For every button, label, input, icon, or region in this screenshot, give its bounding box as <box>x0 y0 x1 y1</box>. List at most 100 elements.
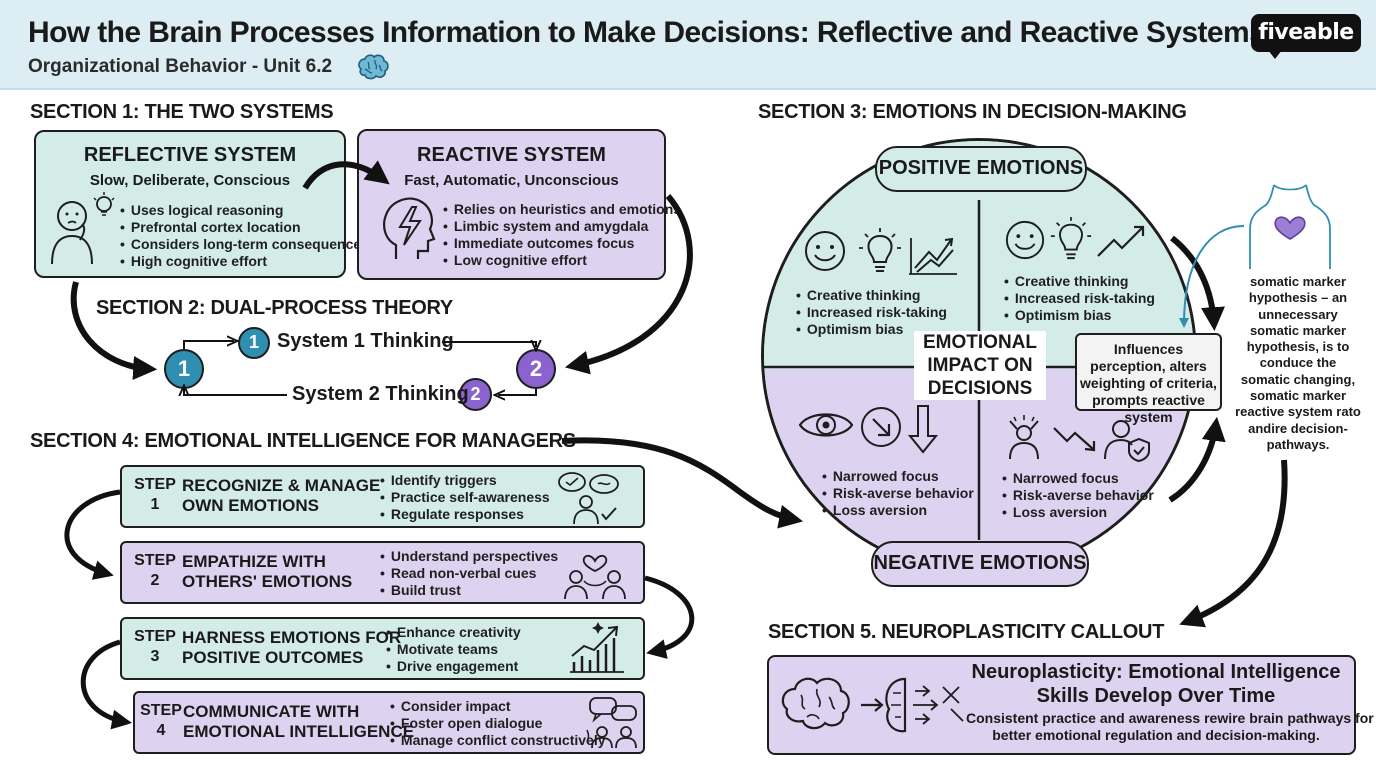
list-item: Optimism bias <box>796 321 947 338</box>
negative-left-bullets: Narrowed focus Risk-averse behavior Loss… <box>822 468 974 519</box>
step-2-bullets: Understand perspectives Read non-verbal … <box>380 548 558 599</box>
smiley-icon <box>805 231 845 271</box>
reflective-system-tagline: Slow, Deliberate, Conscious <box>89 172 291 189</box>
reactive-bullets: Relies on heuristics and emotions Limbic… <box>443 201 681 269</box>
influence-callout: Influences perception, alters weighting … <box>1075 333 1222 425</box>
list-item: High cognitive effort <box>120 253 369 270</box>
negative-right-bullets: Narrowed focus Risk-averse behavior Loss… <box>1002 470 1154 521</box>
trend-up-icon <box>1097 225 1145 257</box>
emotional-impact-center-label: EMOTIONAL IMPACT ON DECISIONS <box>914 331 1046 400</box>
positive-left-bullets: Creative thinking Increased risk-taking … <box>796 287 947 338</box>
down-arrow-icon <box>907 405 939 454</box>
center-label-line: DECISIONS <box>927 378 1033 399</box>
list-item: Increased risk-taking <box>796 304 947 321</box>
somatic-to-neuro-arrow <box>1179 459 1288 628</box>
section5-title: SECTION 5. NEUROPLASTICITY CALLOUT <box>768 621 1165 643</box>
reflective-to-reactive-arrow <box>302 160 390 190</box>
list-item: Narrowed focus <box>822 468 974 485</box>
neuroplasticity-heading: Neuroplasticity: Emotional Intelligence … <box>970 660 1342 708</box>
center-label-line: IMPACT ON <box>927 355 1033 376</box>
list-item: Motivate teams <box>386 641 521 658</box>
somatic-line: pathways. <box>1266 436 1330 452</box>
neuro-heading-line: Skills Develop Over Time <box>1036 685 1276 707</box>
list-item: Loss aversion <box>822 502 974 519</box>
list-item: Understand perspectives <box>380 548 558 565</box>
list-item: Drive engagement <box>386 658 521 675</box>
neuro-desc-line: Consistent practice and awareness rewire… <box>966 710 1374 726</box>
page-title: How the Brain Processes Information to M… <box>28 16 1266 49</box>
section1-title: SECTION 1: THE TWO SYSTEMS <box>30 101 334 123</box>
thinking-person-icon <box>51 192 115 265</box>
header-banner <box>0 0 1376 90</box>
somatic-line: somatic marker <box>1249 388 1347 404</box>
list-item: Build trust <box>380 582 558 599</box>
step-flow-arrows <box>64 489 695 730</box>
somatic-line: somatic changing, <box>1240 371 1356 387</box>
reactive-to-badge2-arrow <box>564 194 693 375</box>
smiley-icon-2 <box>1005 220 1045 260</box>
somatic-line: andire decision- <box>1248 420 1348 436</box>
list-item: Uses logical reasoning <box>120 202 369 219</box>
eye-icon <box>798 413 854 437</box>
list-item: Loss aversion <box>1002 504 1154 521</box>
growth-arrows-icon <box>909 237 957 275</box>
page-subtitle: Organizational Behavior - Unit 6.2 <box>28 56 333 77</box>
somatic-line: reactive system rato <box>1235 404 1361 420</box>
list-item: Immediate outcomes focus <box>443 235 681 252</box>
list-item: Consider impact <box>390 698 606 715</box>
somatic-line: conduce the <box>1259 355 1337 371</box>
center-label-line: EMOTIONAL <box>923 332 1037 353</box>
reflective-system-card: REFLECTIVE SYSTEM Slow, Deliberate, Cons… <box>34 130 369 278</box>
circle-to-influence-arrows <box>1168 235 1226 503</box>
somatic-line: somatic marker <box>1249 322 1347 338</box>
neuro-desc-line: better emotional regulation and decision… <box>992 727 1320 743</box>
section4-to-circle-arrow <box>561 437 804 529</box>
empathy-people-icon <box>564 554 626 600</box>
system-flow-lines <box>184 341 536 395</box>
reactive-system-card: REACTIVE SYSTEM Fast, Automatic, Unconsc… <box>357 129 681 280</box>
reactive-system-tagline: Fast, Automatic, Unconscious <box>404 172 619 189</box>
self-awareness-icon <box>558 472 619 525</box>
list-item: Read non-verbal cues <box>380 565 558 582</box>
lightbulb-icon <box>859 228 901 272</box>
step-4-bullets: Consider impact Foster open dialogue Man… <box>390 698 606 749</box>
fiveable-logo: fiveable <box>1251 14 1361 52</box>
list-item: Prefrontal cortex location <box>120 219 369 236</box>
badge-system2-right: 2 <box>516 349 556 389</box>
trend-down-icon <box>1053 427 1096 452</box>
person-shield-icon <box>1104 420 1150 463</box>
system1-label: System 1 Thinking <box>277 330 454 352</box>
logo-tail <box>1268 50 1282 59</box>
communication-icon <box>586 697 637 749</box>
section2-title: SECTION 2: DUAL-PROCESS THEORY <box>96 297 453 319</box>
somatic-line: hypothesis – an <box>1248 290 1348 306</box>
list-item: Limbic system and amygdala <box>443 218 681 235</box>
list-item: Narrowed focus <box>1002 470 1154 487</box>
positive-right-bullets: Creative thinking Increased risk-taking … <box>1004 273 1155 324</box>
list-item: Relies on heuristics and emotions <box>443 201 681 218</box>
section3-title: SECTION 3: EMOTIONS IN DECISION-MAKING <box>758 101 1187 123</box>
list-item: Risk-averse behavior <box>1002 487 1154 504</box>
list-item: Considers long-term consequences <box>120 236 369 253</box>
list-item: Creative thinking <box>1004 273 1155 290</box>
somatic-line: hypothesis, is to <box>1246 339 1350 355</box>
somatic-line: unnecessary <box>1258 306 1338 322</box>
badge-system2-label: 2 <box>459 378 492 411</box>
reflective-system-name: REFLECTIVE SYSTEM <box>83 144 297 166</box>
brain-icon <box>358 54 389 80</box>
list-item: Manage conflict constructively <box>390 732 606 749</box>
list-item: Identify triggers <box>380 472 550 489</box>
somatic-marker-note: somatic marker hypothesis – an unnecessa… <box>1232 274 1364 453</box>
list-item: Creative thinking <box>796 287 947 304</box>
somatic-line: somatic marker <box>1249 274 1347 289</box>
list-item: Low cognitive effort <box>443 252 681 269</box>
